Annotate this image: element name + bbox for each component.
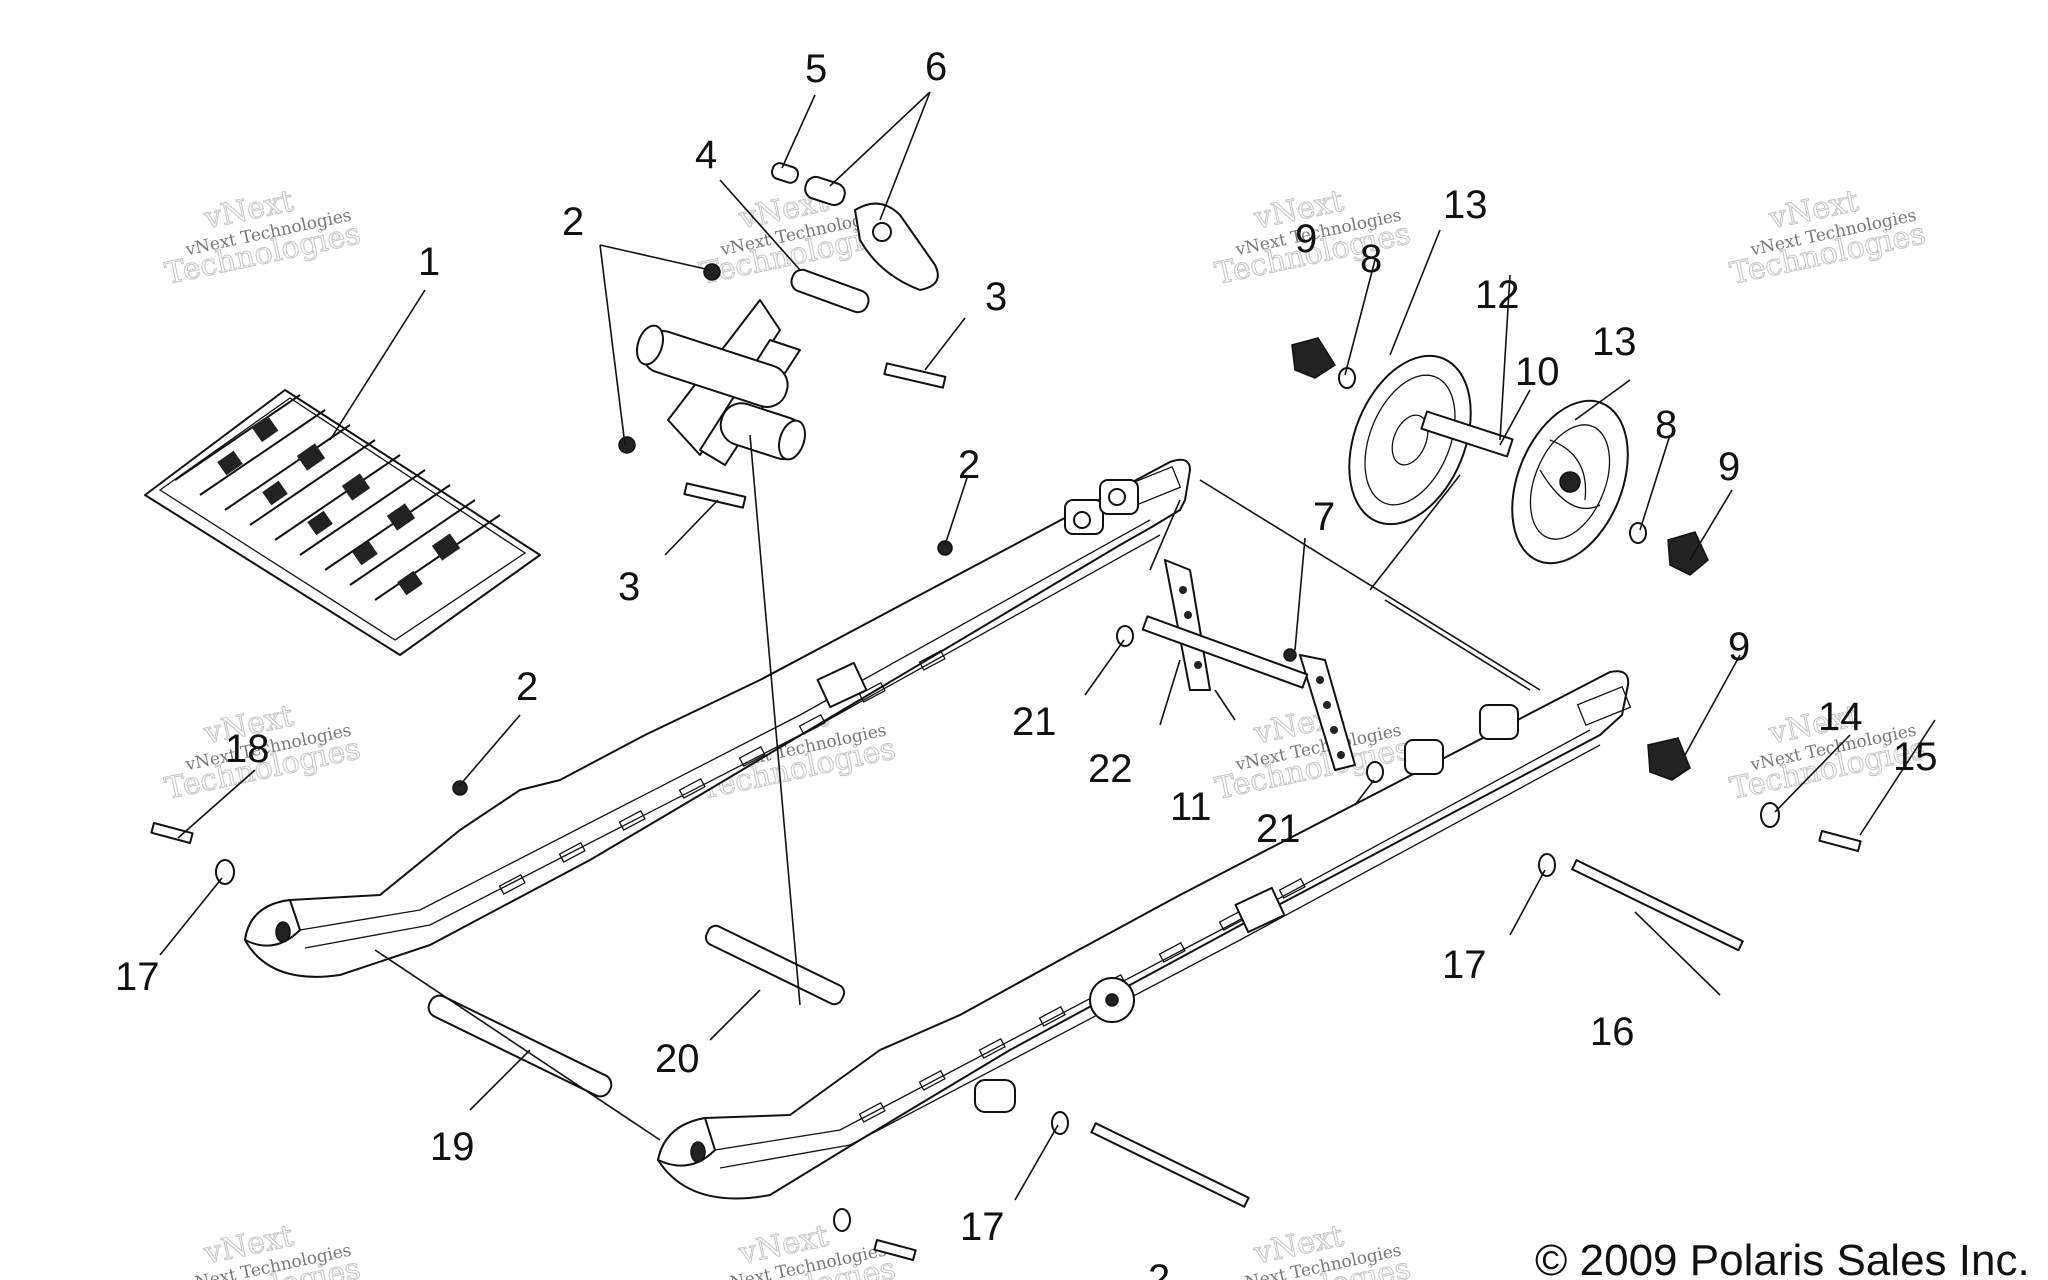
part-idler-wheels — [1348, 354, 1629, 565]
callout-17: 17 — [115, 955, 160, 999]
callout-13: 13 — [1592, 320, 1637, 364]
callout-17: 17 — [960, 1205, 1005, 1249]
callout-12: 12 — [1475, 273, 1520, 317]
callout-8: 8 — [1360, 237, 1382, 281]
part-right-rail — [657, 670, 1632, 1200]
callout-2: 2 — [516, 665, 538, 709]
leader-lines — [159, 91, 1936, 1201]
callout-6: 6 — [925, 45, 947, 89]
callout-21: 21 — [1012, 700, 1057, 744]
callout-3: 3 — [618, 565, 640, 609]
part-track — [144, 389, 541, 656]
part-center-bracket — [1116, 559, 1384, 783]
part-left-rail — [244, 458, 1191, 978]
callout-5: 5 — [805, 47, 827, 91]
callout-2: 2 — [958, 443, 980, 487]
callout-11: 11 — [1170, 785, 1212, 829]
callout-labels: 1 2 2 2 2 3 3 4 5 6 7 8 8 9 9 9 10 11 12… — [115, 45, 1938, 1280]
callout-19: 19 — [430, 1125, 475, 1169]
callout-14: 14 — [1818, 695, 1863, 739]
callout-9: 9 — [1295, 217, 1317, 261]
callout-21: 21 — [1256, 807, 1301, 851]
callout-1: 1 — [418, 240, 440, 284]
callout-3: 3 — [985, 275, 1007, 319]
callout-9: 9 — [1728, 625, 1750, 669]
callout-20: 20 — [655, 1037, 700, 1081]
callout-17: 17 — [1442, 943, 1487, 987]
callout-15: 15 — [1893, 735, 1938, 779]
part-scissor-assembly — [618, 162, 939, 466]
part-caps-washers — [1291, 337, 1709, 781]
callout-10: 10 — [1515, 350, 1560, 394]
callout-2: 2 — [562, 200, 584, 244]
callout-22: 22 — [1088, 747, 1133, 791]
callout-18: 18 — [225, 727, 270, 771]
part-bolts-3 — [683, 362, 947, 509]
copyright-notice: © 2009 Polaris Sales Inc. — [1535, 1236, 2030, 1280]
callout-8: 8 — [1655, 403, 1677, 447]
callout-16: 16 — [1590, 1010, 1635, 1054]
callout-2: 2 — [1148, 1257, 1170, 1280]
callout-13: 13 — [1443, 183, 1488, 227]
callout-7: 7 — [1313, 495, 1335, 539]
callout-4: 4 — [695, 133, 717, 177]
callout-9: 9 — [1718, 445, 1740, 489]
